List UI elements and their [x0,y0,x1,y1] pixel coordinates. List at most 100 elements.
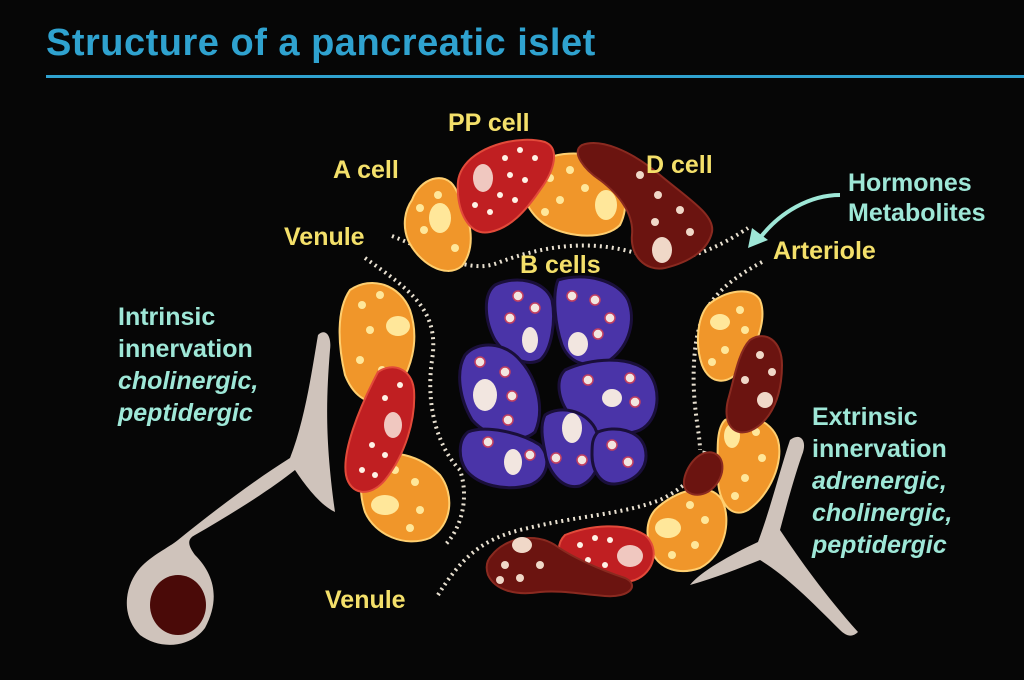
b-granule [582,374,594,386]
d-granule [756,351,764,359]
label-metabolites: Metabolites [848,199,986,227]
slide-title: Structure of a pancreatic islet [46,22,596,64]
label-b-cells: B cells [520,251,601,279]
a-granule [721,346,729,354]
a-granule [708,358,716,366]
pp-granule [397,382,403,388]
b-cell-nucleus [568,332,588,356]
d-cell-right-lower [682,451,724,496]
pp-cell-nucleus [384,412,402,438]
a-granule [434,191,442,199]
extrinsic-line4: cholinergic, [812,499,953,527]
pp-cell-granules [359,147,643,568]
b-granule [502,414,514,426]
pp-granule [607,537,613,543]
b-granule [482,436,494,448]
extrinsic-line2: innervation [812,435,947,463]
arrow-head [748,228,768,248]
a-granule [758,454,766,462]
intrinsic-line3: cholinergic, [118,367,259,395]
a-granule [668,551,676,559]
a-cell-nucleus [655,518,681,538]
a-cell-nucleus [429,203,451,233]
pp-granule [577,542,583,548]
a-granule [416,204,424,212]
pp-cell-nucleus [617,545,643,567]
b-granule [506,390,518,402]
a-granule [451,244,459,252]
extrinsic-line5: peptidergic [812,531,947,559]
pp-cell-nucleus [473,164,493,192]
a-granule [376,291,384,299]
b-granule [624,372,636,384]
pp-granule [512,197,518,203]
pp-granule [382,452,388,458]
pp-granule [517,147,523,153]
b-cell-nucleus [473,379,497,411]
capillary-left [363,256,467,547]
b-granule [576,454,588,466]
b-cell-nuclei [473,327,622,475]
b-granule [474,356,486,368]
b-granule [529,302,541,314]
d-cell-nucleus [757,392,773,408]
b-cell-nucleus [602,389,622,407]
b-granule [524,449,536,461]
b-cell-5 [458,427,549,490]
pp-granule [382,395,388,401]
pp-granule [472,202,478,208]
a-granule [731,492,739,500]
d-granule [636,171,644,179]
a-granule [420,226,428,234]
a-granule [736,306,744,314]
b-granule [604,312,616,324]
a-granule [741,326,749,334]
b-granule [499,366,511,378]
hormone-arrow [748,193,841,248]
b-cell-3 [458,343,542,441]
b-granule [622,456,634,468]
pp-granule [532,155,538,161]
a-granule [416,506,424,514]
nerves [126,332,858,645]
label-hormones: Hormones [848,169,972,197]
a-granule [556,196,564,204]
a-granule [686,501,694,509]
a-granule [741,474,749,482]
b-granule [592,328,604,340]
b-cell-nucleus [562,413,582,443]
a-granule [406,524,414,532]
d-granule [768,368,776,376]
d-granule [741,376,749,384]
a-granule [701,516,709,524]
a-granule [366,326,374,334]
d-granule [686,228,694,236]
a-granule [566,166,574,174]
d-granule [676,206,684,214]
intrinsic-nerve [126,332,335,645]
d-granule [654,191,662,199]
d-granule [651,218,659,226]
pp-granule [359,467,365,473]
pp-granule [497,192,503,198]
d-cell-right [725,335,784,434]
extrinsic-nerve [690,436,858,636]
extrinsic-line3: adrenergic, [812,467,947,495]
d-granule [536,561,544,569]
pp-granule [522,177,528,183]
a-granule [581,184,589,192]
label-d-cell: D cell [646,151,713,179]
b-granule [550,452,562,464]
pp-granule [592,535,598,541]
b-cell-nucleus [504,449,522,475]
a-granule [356,356,364,364]
d-granule [516,574,524,582]
pp-granule [602,562,608,568]
pp-granule [487,209,493,215]
a-cell-granules [356,166,766,559]
d-cell-nucleus [512,537,532,553]
pp-granule [507,172,513,178]
b-granule [589,294,601,306]
